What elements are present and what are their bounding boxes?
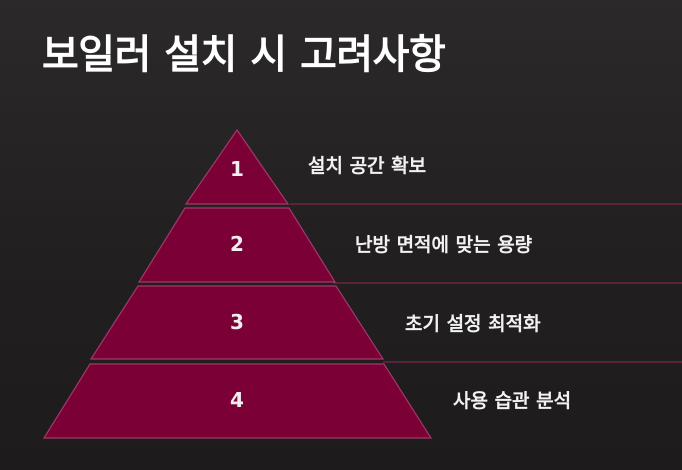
tier-label-3: 초기 설정 최적화 bbox=[405, 313, 541, 335]
tier-label-4: 사용 습관 분석 bbox=[453, 390, 572, 412]
pyramid-tier-1 bbox=[184, 128, 290, 205]
pyramid-tier-2 bbox=[137, 207, 337, 283]
tier-number-2: 2 bbox=[230, 232, 244, 256]
pyramid-tier-4 bbox=[42, 363, 433, 439]
slide-title: 보일러 설치 시 고려사항 bbox=[42, 32, 446, 78]
pyramid-tier-3 bbox=[89, 285, 385, 360]
tier-number-3: 3 bbox=[230, 310, 244, 334]
tier-number-1: 1 bbox=[230, 157, 244, 181]
tier-label-1: 설치 공간 확보 bbox=[308, 155, 427, 177]
tier-label-2: 난방 면적에 맞는 용량 bbox=[355, 234, 533, 256]
tier-number-4: 4 bbox=[230, 388, 244, 412]
